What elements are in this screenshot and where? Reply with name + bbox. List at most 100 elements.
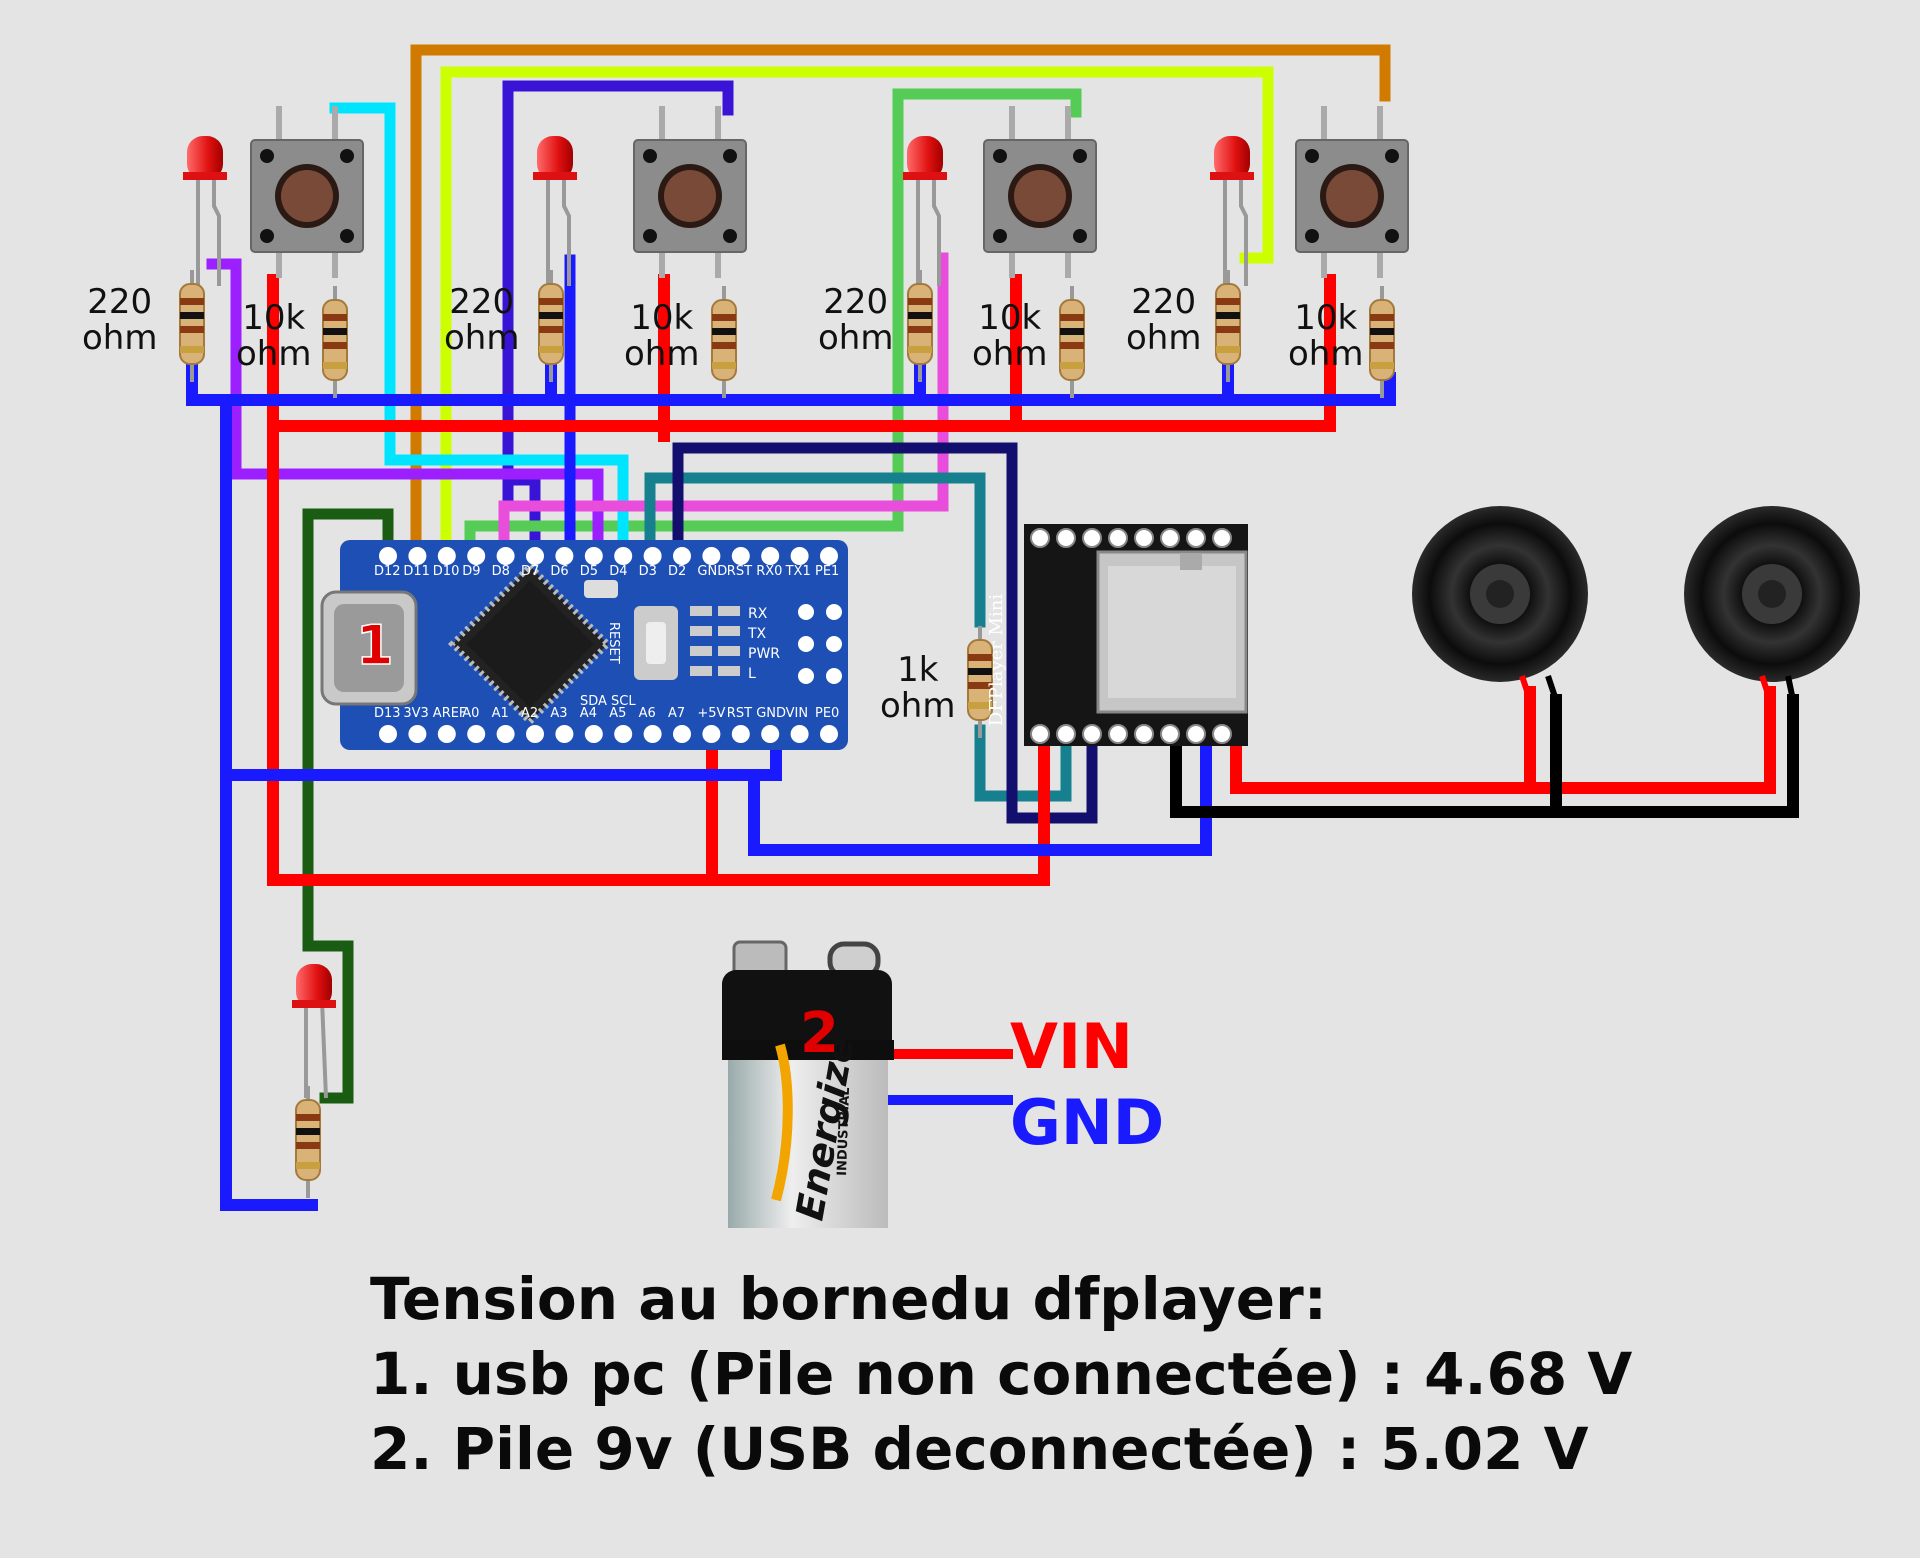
pin-label-top-0: D12	[374, 564, 401, 579]
resistor-1k-ohm	[967, 626, 993, 738]
bottom-led	[292, 964, 336, 1099]
pin-label-top-13: RX0	[756, 564, 783, 579]
pin-bottom-3v3	[408, 725, 427, 743]
pin-top-d11	[408, 547, 427, 565]
arduino-led-tx: TX	[747, 626, 767, 642]
dfplayer-mini: DFPlayer Mini	[986, 524, 1248, 746]
pin-label-bottom-4: A1	[491, 706, 509, 721]
resistor-10k-ohm-2	[711, 286, 737, 398]
pin-top-d10	[437, 547, 456, 565]
pin-top-d7	[526, 547, 544, 565]
pin-bottom-a2	[526, 725, 544, 743]
wire-magenta	[498, 252, 949, 572]
pin-label-top-10: D2	[668, 564, 687, 579]
pin-top-rx0	[761, 547, 780, 565]
caption-title: Tension au bornedu dfplayer:	[370, 1265, 1327, 1333]
arduino-led-rx: RX	[748, 606, 768, 622]
wire-teal	[644, 472, 986, 628]
pin-label-top-15: PE1	[815, 564, 840, 579]
pin-label-bottom-14: VIN	[785, 706, 809, 721]
wire-black-gnd	[1170, 694, 1799, 818]
pin-top-d8	[496, 547, 515, 565]
pin-top-d12	[379, 547, 397, 565]
speaker-right	[1684, 506, 1860, 701]
pin-bottom-vin	[790, 725, 809, 743]
resistor-220-ohm-1	[179, 270, 205, 382]
wire-indigo	[502, 80, 734, 504]
led-4	[1210, 136, 1254, 286]
arduino-led-l: L	[748, 666, 756, 682]
arduino-led-pwr: PWR	[748, 646, 780, 662]
pin-bottom-a7	[673, 725, 691, 743]
pin-label-bottom-15: PE0	[815, 706, 840, 721]
resistor-220-ohm-3	[907, 270, 933, 382]
arduino-i2c-label: SDA SCL	[580, 694, 636, 709]
resistor-10k-ohm-4	[1369, 286, 1395, 398]
label-vin: VIN	[1010, 1010, 1133, 1083]
pin-label-top-4: D8	[491, 564, 510, 579]
pin-label-top-2: D10	[432, 564, 460, 579]
pin-bottom-a4	[584, 725, 603, 743]
pin-label-bottom-12: RST	[726, 706, 753, 721]
pin-label-bottom-2: AREF	[432, 706, 467, 721]
pin-label-top-7: D5	[579, 564, 599, 579]
pin-label-top-12: RST	[726, 564, 753, 579]
push-button-2	[633, 106, 747, 278]
battery-9v: Energizer INDUSTRIAL 2	[722, 940, 894, 1228]
pin-top-d6	[555, 547, 574, 565]
label-gnd: GND	[1010, 1086, 1165, 1159]
pin-label-top-8: D4	[609, 564, 628, 579]
pin-label-bottom-10: A7	[668, 706, 686, 721]
pin-top-d5	[584, 547, 603, 565]
push-button-1	[250, 106, 364, 278]
arduino-nano: RX TX PWR L RESET SDA SCL 1	[320, 540, 848, 750]
pin-label-top-6: D6	[550, 564, 569, 579]
pin-label-bottom-3: A0	[462, 706, 480, 721]
pin-top-rst	[731, 547, 750, 565]
pin-label-bottom-0: D13	[374, 706, 401, 721]
pin-label-bottom-7: A4	[579, 706, 597, 721]
pin-bottom-aref	[437, 725, 456, 743]
pin-top-tx1	[790, 547, 809, 565]
wire-lightgreen	[464, 88, 1082, 572]
pin-label-top-1: D11	[403, 564, 430, 579]
wire-blue-gnd	[186, 364, 1396, 406]
pin-label-bottom-1: 3V3	[403, 706, 429, 721]
arduino-reset-label: RESET	[606, 622, 621, 664]
pin-label-top-3: D9	[462, 564, 481, 579]
pin-bottom-gnd	[761, 725, 780, 743]
battery-badge: 2	[800, 1001, 839, 1066]
resistor-10k-ohm-3	[1059, 286, 1085, 398]
speaker-left	[1412, 506, 1588, 701]
pin-bottom-rst	[731, 725, 750, 743]
resistor-220-ohm-2	[538, 270, 564, 382]
caption-line-usb: 1. usb pc (Pile non connectée) : 4.68 V	[370, 1340, 1633, 1408]
pin-bottom-a0	[467, 725, 486, 743]
arduino-badge: 1	[356, 614, 394, 677]
push-button-3	[983, 106, 1097, 278]
measurement-caption: Tension au bornedu dfplayer: 1. usb pc (…	[370, 1262, 1870, 1487]
pin-label-bottom-11: +5V	[697, 706, 726, 721]
pin-bottom-pe0	[820, 725, 838, 743]
wire-cyan	[329, 102, 629, 572]
pin-label-bottom-9: A6	[638, 706, 656, 721]
pin-bottom-a3	[555, 725, 574, 743]
pin-top-gnd	[702, 547, 721, 565]
resistor-10k-ohm-1	[322, 286, 348, 398]
resistor-220-ohm-4	[1215, 270, 1241, 382]
pin-top-d4	[614, 547, 633, 565]
pin-label-bottom-13: GND	[756, 706, 786, 721]
wire-orange	[410, 44, 1391, 572]
led-1	[183, 136, 227, 286]
wire-darkgreen	[302, 508, 394, 1104]
battery-sub: INDUSTRIAL	[835, 1087, 853, 1176]
